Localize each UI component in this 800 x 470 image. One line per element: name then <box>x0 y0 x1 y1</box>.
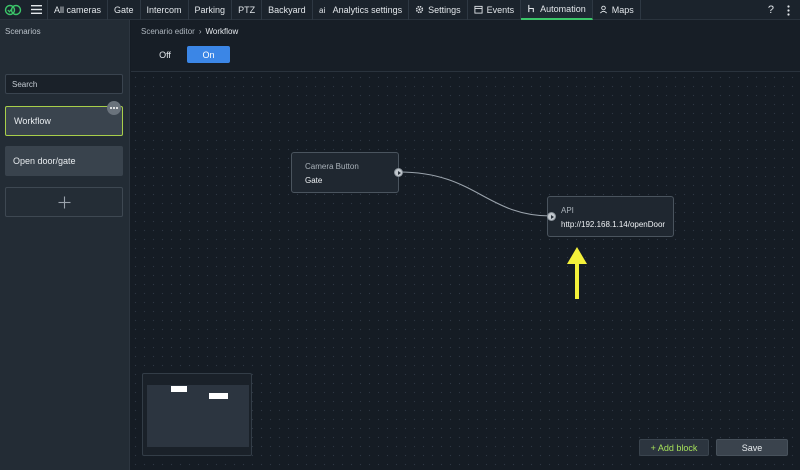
block-title: API <box>561 206 574 215</box>
nav-tab-ptz[interactable]: PTZ <box>232 0 263 20</box>
nav-tab-backyard[interactable]: Backyard <box>262 0 313 20</box>
camera-button-block[interactable]: Camera Button Gate <box>291 152 403 193</box>
add-scenario-button[interactable] <box>5 187 123 217</box>
nav-label: PTZ <box>238 4 256 15</box>
nav-label: Backyard <box>268 4 306 15</box>
ai-icon: ai <box>319 6 325 14</box>
breadcrumb-parent[interactable]: Scenario editor <box>141 27 195 36</box>
nav-tab-intercom[interactable]: Intercom <box>141 0 189 20</box>
more-menu-button[interactable] <box>782 0 794 20</box>
svg-text:ai: ai <box>319 6 325 14</box>
breadcrumb-current: Workflow <box>205 27 239 36</box>
dot-icon <box>113 107 115 109</box>
nav-label: Settings <box>428 4 461 15</box>
scenario-enable-toggle: Off On <box>143 46 230 63</box>
add-block-button[interactable]: + Add block <box>639 439 709 456</box>
connection-wire <box>398 171 552 217</box>
dot-icon <box>110 107 112 109</box>
nav-label: Parking <box>194 4 226 15</box>
workflow-canvas[interactable]: Camera Button Gate API http://192.168.1.… <box>131 73 800 470</box>
scenario-item-open-door-gate[interactable]: Open door/gate <box>5 146 123 176</box>
help-icon: ? <box>767 4 774 16</box>
nav-tab-analytics-settings[interactable]: ai Analytics settings <box>313 0 410 20</box>
calendar-icon <box>474 5 483 14</box>
scenario-options-button[interactable] <box>107 101 121 115</box>
block-title: Camera Button <box>305 162 359 171</box>
nav-tab-automation[interactable]: Automation <box>521 0 593 20</box>
toggle-off-button[interactable]: Off <box>143 46 187 63</box>
block-value: http://192.168.1.14/openDoor <box>561 220 666 229</box>
help-button[interactable]: ? <box>768 0 774 20</box>
sidebar-title: Scenarios <box>5 27 41 36</box>
minimap-viewport <box>147 385 249 447</box>
user-pin-icon <box>599 5 607 14</box>
nav-label: Events <box>486 4 515 15</box>
nav-tab-parking[interactable]: Parking <box>189 0 233 20</box>
plus-icon <box>58 196 70 208</box>
logo-icon <box>4 4 22 15</box>
gear-icon <box>416 5 424 14</box>
flow-icon <box>528 4 535 13</box>
top-nav-bar: All cameras Gate Intercom Parking PTZ Ba… <box>0 0 800 20</box>
canvas-minimap[interactable] <box>142 373 252 456</box>
toggle-on-button[interactable]: On <box>187 46 230 63</box>
nav-tab-settings[interactable]: Settings <box>409 0 468 20</box>
nav-label: Maps <box>611 4 634 15</box>
input-port-icon[interactable] <box>547 212 556 221</box>
nav-tab-events[interactable]: Events <box>468 0 522 20</box>
nav-label: All cameras <box>54 4 102 15</box>
scenario-label: Open door/gate <box>13 156 76 166</box>
minimap-block <box>171 386 187 392</box>
app-logo[interactable] <box>0 0 26 20</box>
nav-label: Gate <box>114 4 134 15</box>
annotation-arrow <box>567 247 587 299</box>
vertical-dots-icon <box>786 4 790 16</box>
scenario-label: Workflow <box>14 116 51 126</box>
nav-tab-gate[interactable]: Gate <box>108 0 141 20</box>
minimap-block <box>209 393 228 399</box>
nav-label: Intercom <box>146 4 182 15</box>
save-button[interactable]: Save <box>716 439 788 456</box>
output-port-icon[interactable] <box>394 168 403 177</box>
scenario-editor: Scenario editor › Workflow Off On Camera… <box>131 20 800 470</box>
hamburger-menu-button[interactable] <box>26 0 48 20</box>
editor-header: Scenario editor › Workflow Off On <box>131 20 800 72</box>
breadcrumb: Scenario editor › Workflow <box>141 27 238 36</box>
dot-icon <box>116 107 118 109</box>
block-value: Gate <box>305 176 323 185</box>
scenarios-sidebar: Scenarios Workflow Open door/gate <box>0 20 130 470</box>
scenario-item-workflow[interactable]: Workflow <box>5 101 123 136</box>
connection-layer <box>398 171 587 299</box>
nav-label: Analytics settings <box>332 4 403 15</box>
nav-label: Automation <box>540 3 586 14</box>
scenario-search-input[interactable] <box>5 74 123 94</box>
api-block[interactable]: API http://192.168.1.14/openDoor <box>547 196 674 237</box>
hamburger-icon <box>31 5 42 14</box>
nav-tab-all-cameras[interactable]: All cameras <box>48 0 109 20</box>
nav-tab-maps[interactable]: Maps <box>593 0 641 20</box>
breadcrumb-separator: › <box>198 27 202 36</box>
